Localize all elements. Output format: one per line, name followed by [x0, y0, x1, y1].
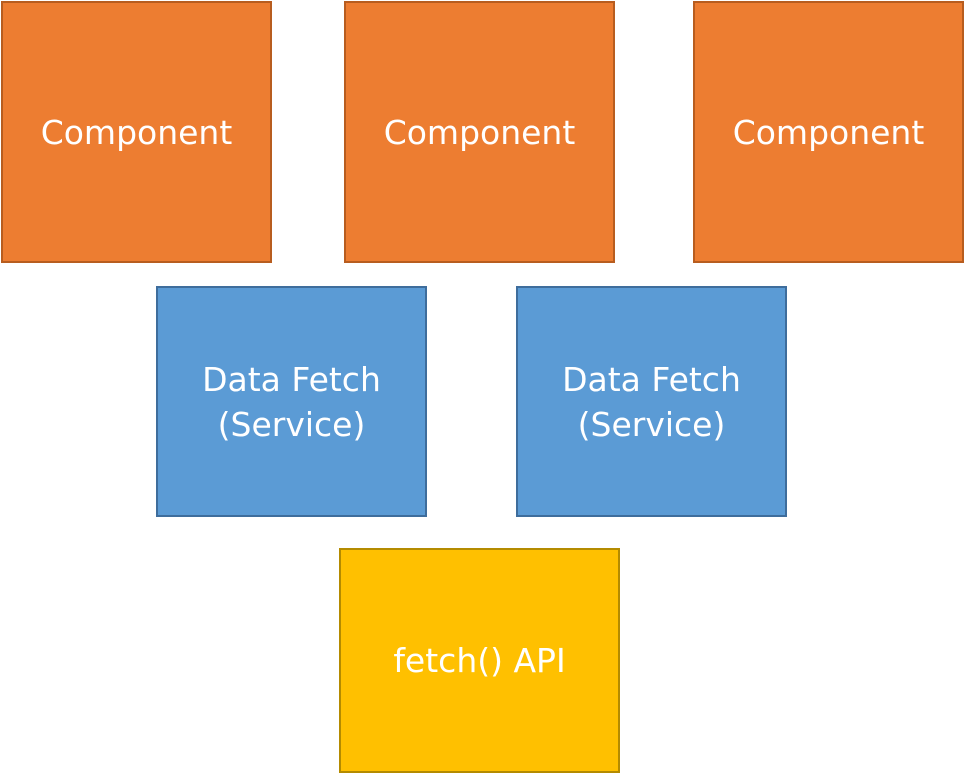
component-box-2: Component — [344, 1, 615, 263]
component-box-1: Component — [1, 1, 272, 263]
service-subtitle-2: (Service) — [577, 404, 726, 444]
service-subtitle-1: (Service) — [217, 404, 366, 444]
component-label-3: Component — [732, 112, 925, 152]
service-title-1: Data Fetch — [202, 359, 381, 399]
api-box: fetch() API — [339, 548, 620, 773]
api-label: fetch() API — [393, 641, 566, 680]
component-label-2: Component — [383, 112, 576, 152]
component-label-1: Component — [40, 112, 233, 152]
component-box-3: Component — [693, 1, 964, 263]
service-title-2: Data Fetch — [562, 359, 741, 399]
service-box-2: Data Fetch (Service) — [516, 286, 787, 517]
service-box-1: Data Fetch (Service) — [156, 286, 427, 517]
